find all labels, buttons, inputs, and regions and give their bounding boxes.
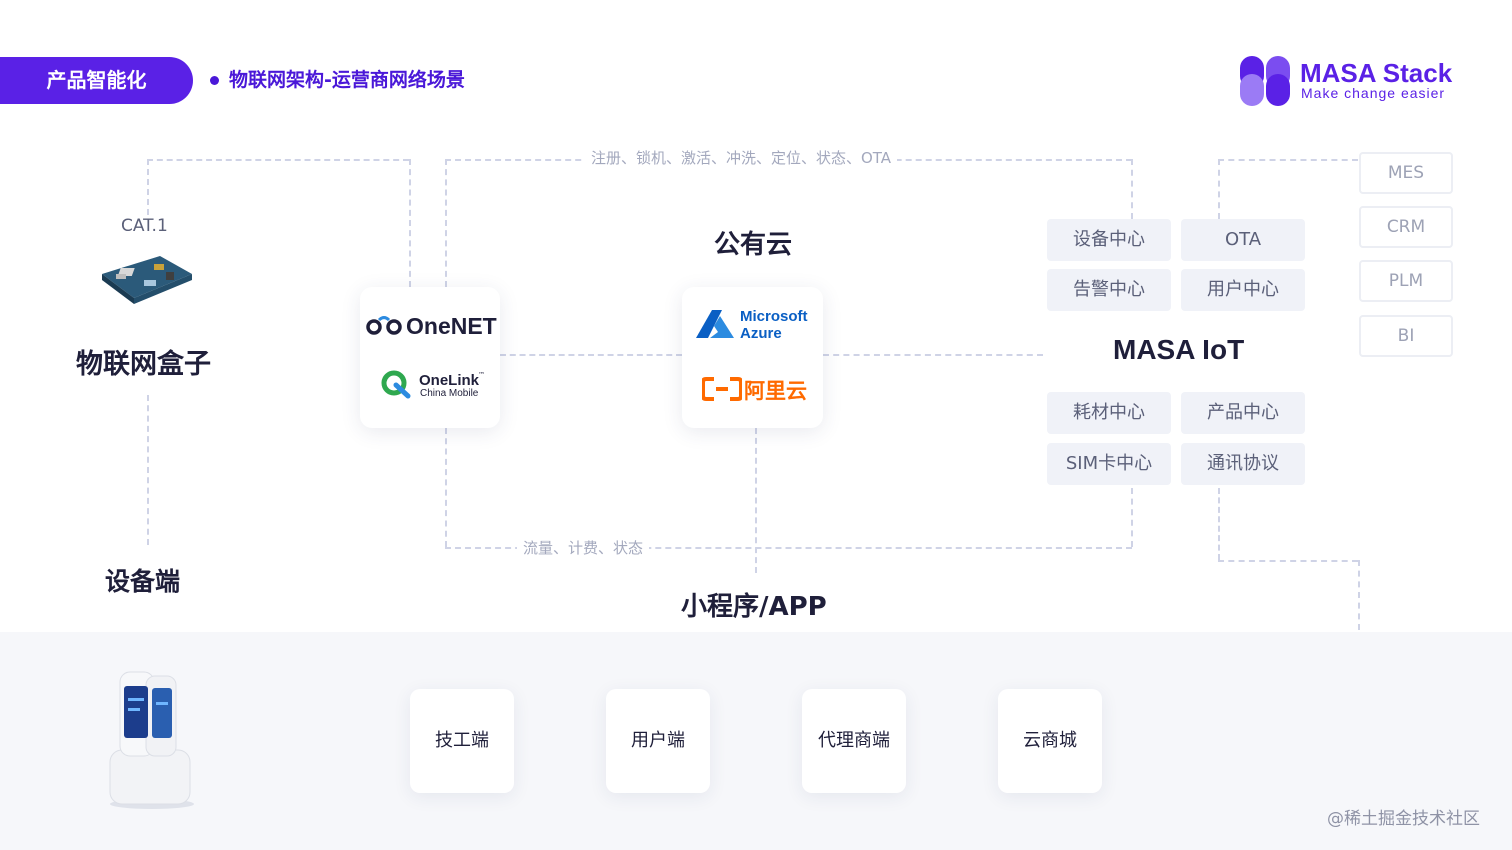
connector-iot-systems xyxy=(1218,159,1358,161)
logo-subtitle: Make change easier xyxy=(1301,85,1446,101)
azure-label-line2: Azure xyxy=(740,325,782,342)
app-title: 小程序/APP xyxy=(681,592,827,622)
connector-iot-bottom xyxy=(1218,488,1220,560)
aliyun-icon xyxy=(702,377,742,401)
masa-logo-icon xyxy=(1240,56,1290,106)
connector-box-down xyxy=(147,395,149,545)
connector-iot-bottom-h xyxy=(1218,560,1358,562)
system-bi: BI xyxy=(1359,315,1453,357)
system-crm: CRM xyxy=(1359,206,1453,248)
system-mes: MES xyxy=(1359,152,1453,194)
connector-operator-cloud xyxy=(500,354,682,356)
public-cloud-title: 公有云 xyxy=(714,230,793,260)
azure-icon xyxy=(696,310,734,338)
aliyun-label: 阿里云 xyxy=(744,379,807,403)
onelink-label: OneLink xyxy=(419,372,480,389)
bullet-dot xyxy=(210,76,219,85)
connector-bottom-left xyxy=(445,428,447,547)
operator-card: OneNET OneLink ™ China Mobile xyxy=(360,287,500,428)
client-technician: 技工端 xyxy=(410,689,514,793)
logo-title: MASA Stack xyxy=(1300,58,1453,88)
connector-box-up xyxy=(147,159,149,215)
iot-cell-alarm-center: 告警中心 xyxy=(1047,269,1171,311)
connector-operator-up xyxy=(409,159,411,287)
flow-label-top: 注册、锁机、激活、冲洗、定位、状态、OTA xyxy=(585,148,898,168)
device-side-title: 设备端 xyxy=(105,567,181,596)
onelink-tm: ™ xyxy=(478,371,485,379)
client-cloud-mall: 云商城 xyxy=(998,689,1102,793)
cloud-card: Microsoft Azure 阿里云 xyxy=(682,287,823,428)
connector-iot-bottom-v xyxy=(1358,560,1360,630)
onenet-label: OneNET xyxy=(406,313,497,339)
iot-cell-consumables-center: 耗材中心 xyxy=(1047,392,1171,434)
china-mobile-label: China Mobile xyxy=(420,388,479,399)
iot-cell-sim-center: SIM卡中心 xyxy=(1047,443,1171,485)
onenet-icon xyxy=(366,316,402,335)
page-subtitle: 物联网架构-运营商网络场景 xyxy=(229,69,465,91)
system-plm: PLM xyxy=(1359,260,1453,302)
connector-bottom-flow xyxy=(445,547,1132,549)
azure-label-line1: Microsoft xyxy=(740,308,808,325)
iot-cell-ota: OTA xyxy=(1181,219,1305,261)
watermark: @稀土掘金技术社区 xyxy=(1327,809,1480,829)
section-tag: 产品智能化 xyxy=(0,57,193,104)
connector-box-operator xyxy=(147,159,409,161)
connector-cloud-iot xyxy=(823,354,1043,356)
module-label: CAT.1 xyxy=(121,216,168,236)
connector-top-left xyxy=(445,159,447,287)
iot-cell-user-center: 用户中心 xyxy=(1181,269,1305,311)
connector-cloud-app xyxy=(755,428,757,573)
onelink-icon xyxy=(381,370,411,399)
client-agent: 代理商端 xyxy=(802,689,906,793)
masa-iot-title: MASA IoT xyxy=(1113,334,1245,365)
bottom-band xyxy=(0,632,1512,850)
iot-cell-protocol: 通讯协议 xyxy=(1181,443,1305,485)
connector-bottom-right xyxy=(1131,488,1133,547)
iot-box-title: 物联网盒子 xyxy=(76,349,211,380)
water-purifier-device-icon xyxy=(109,671,194,809)
connector-top-right xyxy=(1131,159,1133,219)
circuit-board-icon xyxy=(102,256,192,304)
flow-label-bottom: 流量、计费、状态 xyxy=(517,538,650,558)
connector-iot-top xyxy=(1218,159,1220,219)
iot-cell-device-center: 设备中心 xyxy=(1047,219,1171,261)
iot-cell-product-center: 产品中心 xyxy=(1181,392,1305,434)
client-user: 用户端 xyxy=(606,689,710,793)
